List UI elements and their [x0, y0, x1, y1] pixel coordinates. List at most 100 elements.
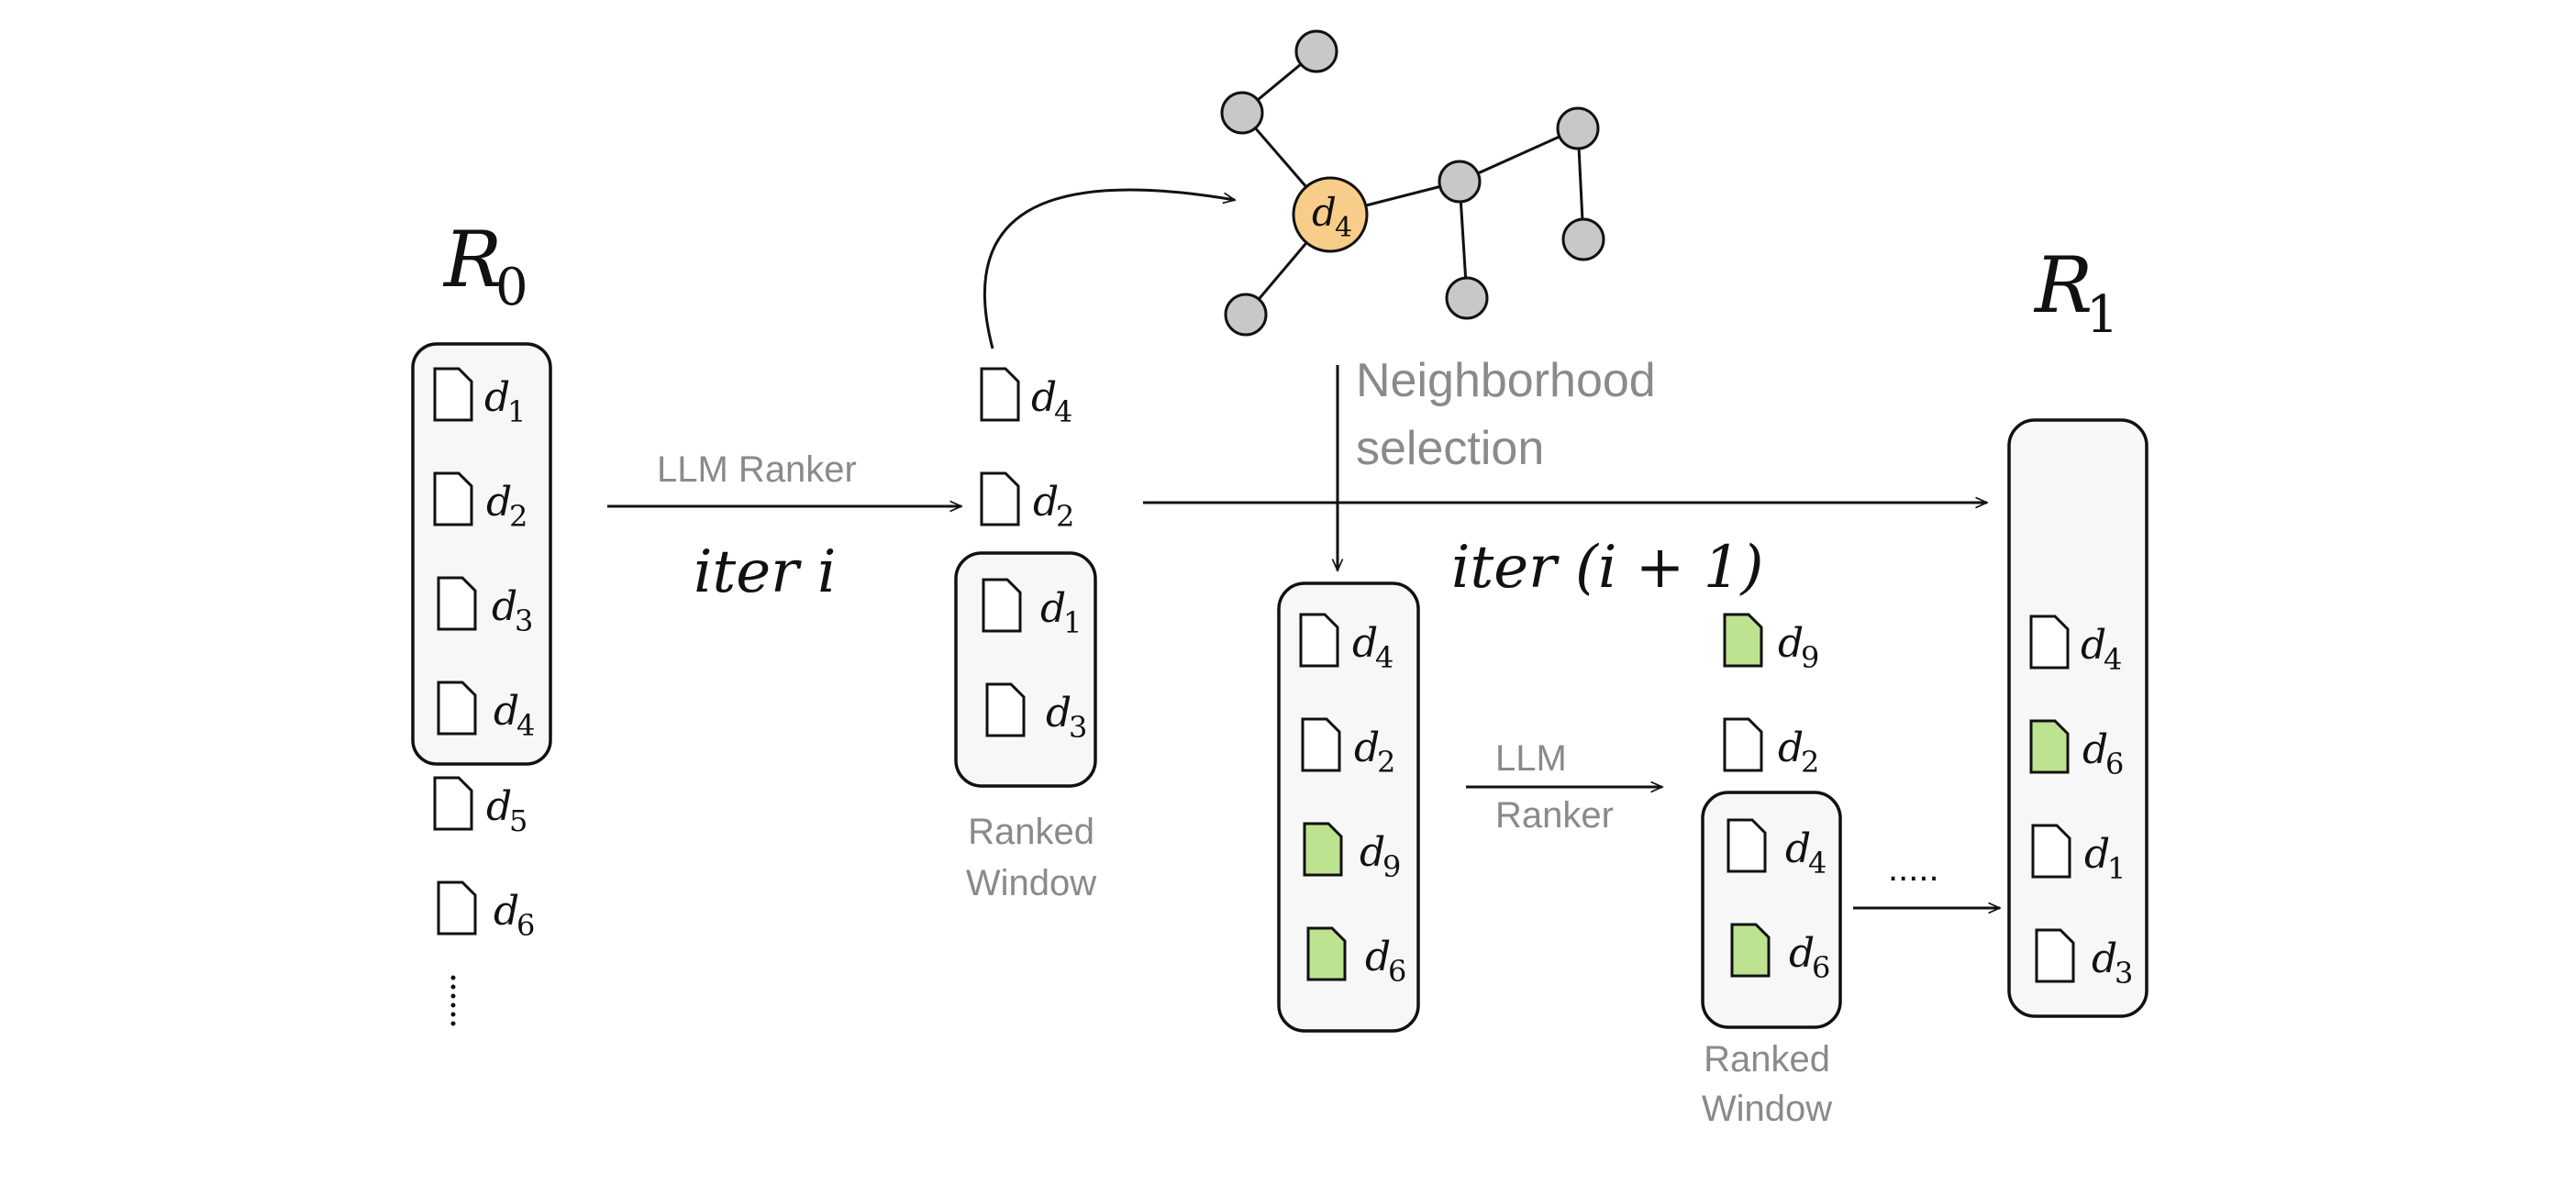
neighborhood-label: Neighborhood [1356, 354, 1656, 407]
step1-top-docs: d 4 d 2 [980, 367, 1074, 534]
doc-label: d [1354, 725, 1380, 771]
candidate-pool-docs: d 4 d 2 d 9 d 6 [1299, 613, 1406, 989]
neighborhood-label: selection [1356, 422, 1544, 475]
doc-d6: d 6 [1306, 926, 1406, 989]
doc-subscript: 9 [1382, 849, 1401, 884]
document-graph: d 4 [1220, 29, 1605, 337]
iter-i-plus-1-label: iter (i + 1) [1451, 534, 1763, 602]
document-icon [1723, 717, 1763, 772]
doc-subscript: 2 [1801, 745, 1819, 780]
document-icon [985, 682, 1026, 737]
doc-d4: d 4 [437, 681, 535, 743]
doc-subscript: 6 [2105, 747, 2124, 781]
graph-hub-node [1292, 176, 1369, 253]
graph-node [1556, 106, 1600, 150]
document-icon [433, 471, 473, 526]
doc-subscript: 9 [1801, 640, 1819, 675]
graph-node [1438, 160, 1482, 204]
doc-subscript: 2 [1377, 745, 1395, 780]
document-icon [1727, 818, 1767, 873]
document-icon [437, 681, 477, 736]
doc-label: d [2081, 622, 2106, 669]
document-icon [2035, 928, 2075, 983]
r0-label: R [442, 215, 502, 305]
llm-ranker-label: LLM Ranker [657, 449, 857, 490]
graph-node [1294, 29, 1338, 73]
vertical-ellipsis [450, 975, 456, 1026]
doc-subscript: 6 [1388, 954, 1406, 989]
doc-subscript: 6 [1812, 950, 1830, 985]
doc-subscript: 1 [507, 394, 526, 429]
doc-subscript: 2 [509, 499, 527, 534]
doc-label: d [494, 688, 519, 735]
doc-subscript: 3 [2115, 956, 2133, 991]
doc-subscript: 2 [1056, 499, 1074, 534]
document-icon-new [2029, 719, 2070, 774]
r1-label: R [2033, 240, 2093, 330]
doc-subscript: 5 [509, 803, 527, 838]
doc-d3: d 3 [437, 576, 533, 638]
doc-subscript: 4 [516, 708, 535, 743]
hub-node-label: d [1312, 190, 1337, 235]
doc-label: d [1778, 620, 1804, 667]
document-icon [1301, 717, 1341, 772]
ranked-window-2 [1701, 791, 1842, 1029]
doc-d2: d 2 [433, 471, 527, 534]
document-icon [980, 367, 1020, 422]
step2-top-docs: d 9 d 2 [1723, 613, 1819, 780]
document-icon [1299, 613, 1339, 668]
doc-label: d [1360, 829, 1385, 876]
document-icon-new [1306, 926, 1347, 981]
document-icon [437, 880, 477, 936]
doc-label: d [1778, 725, 1804, 771]
doc-d1: d 1 [2031, 824, 2126, 886]
document-icon-new [1723, 613, 1763, 668]
doc-subscript: 4 [2104, 642, 2122, 677]
doc-subscript: 4 [1808, 846, 1827, 880]
r0-docs: d 1 d 2 d 3 d 4 d 5 d 6 [433, 367, 535, 943]
doc-label: d [494, 888, 519, 935]
doc-d4: d 4 [2029, 615, 2122, 677]
graph-node [1224, 293, 1268, 337]
r1-list [2007, 418, 2149, 1018]
doc-d4: d 4 [980, 367, 1072, 429]
ranked-window-1-caption: Ranked [968, 812, 1094, 852]
ranked-window-1-docs: d 1 d 3 [982, 578, 1087, 745]
doc-subscript: 1 [2107, 851, 2126, 886]
doc-label: d [1031, 374, 1057, 421]
ranked-window-2-caption: Ranked [1704, 1039, 1830, 1080]
doc-d6: d 6 [1730, 923, 1830, 985]
r1-docs: d 4 d 6 d 1 d 3 [2029, 615, 2133, 991]
doc-d9: d 9 [1723, 613, 1819, 675]
document-icon [2031, 824, 2071, 879]
ranked-window-2-docs: d 4 d 6 [1727, 818, 1830, 985]
doc-label: d [1040, 585, 1066, 632]
doc-d5: d 5 [433, 776, 527, 838]
doc-subscript: 3 [515, 604, 533, 638]
llm-ranker-label-2: LLM [1495, 738, 1567, 779]
doc-subscript: 6 [516, 908, 535, 943]
doc-label: d [484, 374, 510, 421]
doc-label: d [2084, 831, 2110, 878]
doc-label: d [486, 783, 512, 830]
doc-label: d [492, 583, 517, 630]
doc-label: d [1789, 930, 1815, 977]
doc-d2: d 2 [980, 471, 1074, 534]
candidate-pool [1277, 581, 1420, 1033]
llm-ranker-label-2: Ranker [1495, 795, 1614, 836]
document-icon-new [1730, 923, 1771, 978]
doc-d2: d 2 [1301, 717, 1395, 780]
doc-subscript: 1 [1063, 605, 1082, 640]
doc-label: d [2092, 936, 2117, 982]
r0-subscript: 0 [495, 258, 528, 317]
doc-d4: d 4 [1727, 818, 1827, 880]
doc-label: d [1033, 479, 1059, 526]
document-icon [437, 576, 477, 631]
hub-node-subscript: 4 [1335, 212, 1352, 244]
doc-label: d [486, 479, 512, 526]
doc-label: d [2082, 726, 2108, 773]
document-icon [980, 471, 1020, 526]
doc-label: d [1352, 620, 1378, 667]
ranked-window-2-caption: Window [1702, 1089, 1832, 1129]
